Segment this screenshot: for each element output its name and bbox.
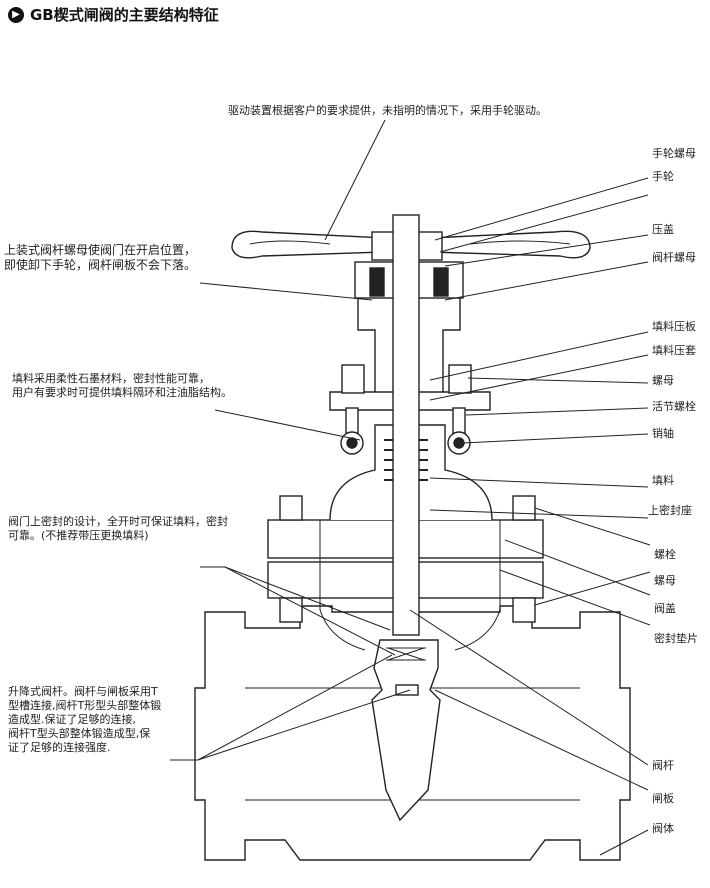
label-backseat: 上密封座: [648, 504, 692, 517]
note-backseat: 阀门上密封的设计，全开时可保证填料，密封 可靠。(不推荐带压更换填料): [8, 515, 228, 543]
label-pin: 销轴: [652, 427, 674, 440]
label-gland-cap: 压盖: [652, 223, 674, 236]
label-stem: 阀杆: [652, 759, 674, 772]
note-packing: 填料采用柔性石墨材料，密封性能可靠， 用户有要求时可提供填料隔环和注油脂结构。: [12, 372, 232, 400]
yoke: [357, 296, 461, 392]
note-rising-stem: 升降式阀杆。阀杆与闸板采用T 型槽连接,阀杆T形型头部整体锻 造成型.保证了足够…: [8, 685, 161, 755]
label-gland: 填料压套: [652, 344, 696, 357]
label-bolt: 螺栓: [654, 548, 676, 561]
label-gland-flange: 填料压板: [652, 320, 696, 333]
note-stem-nut-line2: 即使卸下手轮，阀杆闸板不会下落。: [4, 258, 197, 272]
label-handwheel-nut: 手轮螺母: [652, 147, 696, 160]
note-stem-nut: 上装式阀杆螺母使阀门在开启位置， 即使卸下手轮，阀杆闸板不会下落。: [4, 243, 196, 273]
note-stem-nut-line1: 上装式阀杆螺母使阀门在开启位置，: [4, 243, 197, 257]
title-text: GB楔式闸阀的主要结构特征: [30, 6, 219, 24]
label-packing: 填料: [652, 474, 674, 487]
note-rising-stem-line1: 升降式阀杆。阀杆与闸板采用T: [8, 685, 158, 698]
arrow-right-icon: ▶: [8, 6, 24, 23]
label-eyebolt: 活节螺栓: [652, 400, 696, 413]
label-nut-1: 螺母: [652, 374, 674, 387]
note-drive: 驱动装置根据客户的要求提供，未指明的情况下，采用手轮驱动。: [228, 104, 547, 117]
note-packing-line2: 用户有要求时可提供填料隔环和注油脂结构。: [12, 386, 232, 399]
note-rising-stem-line5: 证了足够的连接强度.: [8, 741, 111, 754]
label-stem-nut: 阀杆螺母: [652, 251, 696, 264]
label-nut-2: 螺母: [654, 574, 676, 587]
note-rising-stem-line4: 阀杆T型头部整体锻造成型,保: [8, 727, 151, 740]
wedge: [371, 639, 441, 822]
note-packing-line1: 填料采用柔性石墨材料，密封性能可靠，: [12, 372, 210, 385]
valve-stem: [392, 214, 420, 636]
label-wedge: 闸板: [652, 792, 674, 805]
page-title: ▶ GB楔式闸阀的主要结构特征: [8, 4, 219, 25]
note-backseat-line1: 阀门上密封的设计，全开时可保证填料，密封: [8, 515, 228, 528]
note-rising-stem-line3: 造成型.保证了足够的连接,: [8, 713, 136, 726]
note-backseat-line2: 可靠。(不推荐带压更换填料): [8, 529, 149, 542]
label-bonnet: 阀盖: [654, 602, 676, 615]
label-body: 阀体: [652, 822, 674, 835]
note-rising-stem-line2: 型槽连接,阀杆T形型头部整体锻: [8, 699, 162, 712]
label-handwheel: 手轮: [652, 170, 674, 183]
label-gasket: 密封垫片: [654, 632, 698, 645]
